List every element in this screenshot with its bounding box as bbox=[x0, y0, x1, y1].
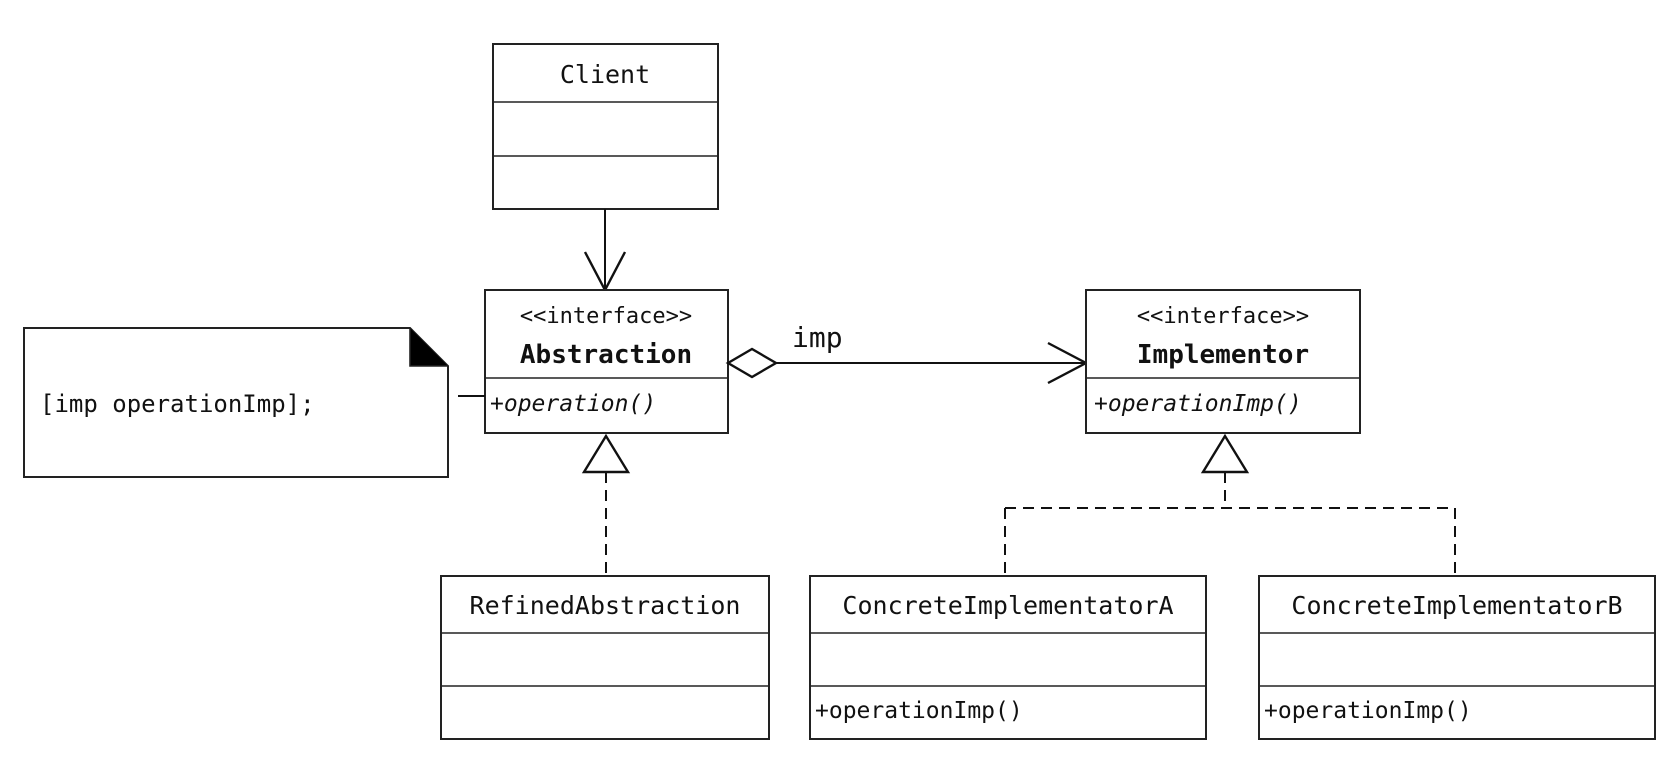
concrete-b-operation: +operationImp() bbox=[1264, 698, 1472, 724]
implementor-operation: +operationImp() bbox=[1094, 391, 1302, 417]
concrete-implementator-a-class[interactable]: ConcreteImplementatorA +operationImp() bbox=[809, 575, 1207, 740]
client-class-name: Client bbox=[560, 60, 650, 89]
abstraction-name: Abstraction bbox=[520, 340, 692, 370]
concrete-a-operation: +operationImp() bbox=[815, 698, 1023, 724]
note-text: [imp operationImp]; bbox=[40, 390, 315, 418]
code-note: [imp operationImp]; bbox=[23, 327, 449, 478]
concrete-implementator-b-class[interactable]: ConcreteImplementatorB +operationImp() bbox=[1258, 575, 1656, 740]
abstraction-operation: +operation() bbox=[490, 391, 656, 417]
implementor-interface[interactable]: <<interface>> Implementor +operationImp(… bbox=[1085, 289, 1361, 434]
implementor-name: Implementor bbox=[1137, 340, 1309, 370]
imp-aggregation: imp bbox=[725, 321, 1089, 385]
abstraction-stereotype: <<interface>> bbox=[520, 304, 692, 329]
abstraction-interface[interactable]: <<interface>> Abstraction +operation() bbox=[484, 289, 729, 434]
client-class[interactable]: Client bbox=[492, 43, 719, 210]
refined-to-abstraction-realization bbox=[581, 433, 631, 576]
association-label: imp bbox=[792, 321, 843, 354]
client-to-abstraction-arrow bbox=[583, 209, 627, 293]
refined-abstraction-class[interactable]: RefinedAbstraction bbox=[440, 575, 770, 740]
concrete-a-name: ConcreteImplementatorA bbox=[842, 591, 1173, 620]
implementor-stereotype: <<interface>> bbox=[1137, 304, 1309, 329]
refined-abstraction-name: RefinedAbstraction bbox=[470, 591, 741, 620]
concrete-to-implementor-realization bbox=[1004, 433, 1456, 576]
concrete-b-name: ConcreteImplementatorB bbox=[1291, 591, 1622, 620]
